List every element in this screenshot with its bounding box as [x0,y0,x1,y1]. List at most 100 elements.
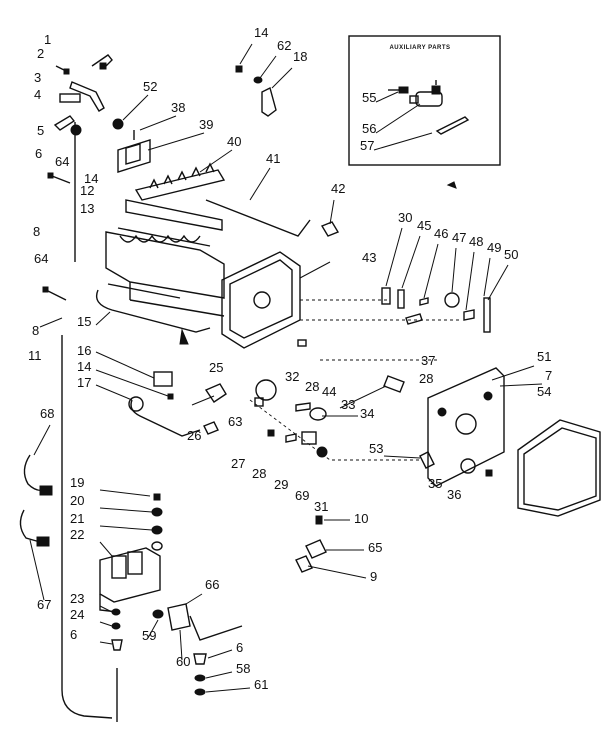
callout-c30: 30 [398,210,412,225]
callout-c38: 38 [171,100,185,115]
callout-c69: 69 [295,488,309,503]
callout-c14a: 14 [84,171,98,186]
ice-mold-assembly [95,227,225,345]
part-55-screw-icon [388,86,409,94]
callout-c2: 2 [37,46,44,61]
callout-c23: 23 [70,591,84,606]
callout-c3: 3 [34,70,41,85]
callout-c56: 56 [362,121,376,136]
callout-c29: 29 [274,477,288,492]
callout-c34: 34 [360,406,374,421]
callout-c66: 66 [205,577,219,592]
callout-c7: 7 [545,368,552,383]
callout-c44: 44 [322,384,336,399]
callout-c64b: 64 [34,251,48,266]
callout-c61: 61 [254,677,268,692]
callout-c22: 22 [70,527,84,542]
callout-c28b: 28 [305,379,319,394]
callout-c46: 46 [434,226,448,241]
callout-c64a: 64 [55,154,69,169]
callout-c51: 51 [537,349,551,364]
callout-c21: 21 [70,511,84,526]
callout-c39: 39 [199,117,213,132]
auxiliary-parts-title: AUXILIARY PARTS [389,45,450,51]
callout-c32: 32 [285,369,299,384]
callout-c17: 17 [77,375,91,390]
callout-c59: 59 [142,628,156,643]
lower-right-parts [295,515,367,579]
callout-c27: 27 [231,456,245,471]
callout-c10: 10 [354,511,368,526]
callout-c11: 11 [28,348,42,363]
part-56-fitting-icon [409,80,443,107]
center-small-parts [95,351,227,437]
callout-c8a: 8 [33,224,40,239]
callout-c28a: 28 [252,466,266,481]
callout-c45: 45 [417,218,431,233]
callout-c55: 55 [362,90,376,105]
assembly-dashed-lines [249,299,460,461]
cover-54 [517,419,601,517]
control-plate [383,365,543,487]
part-arrow-icon [446,181,457,189]
callout-c8b: 8 [32,323,39,338]
callout-c49: 49 [487,240,501,255]
callout-c33: 33 [341,397,355,412]
callout-c9: 9 [370,569,377,584]
callout-c40: 40 [227,134,241,149]
callout-c14b: 14 [77,359,91,374]
callout-c6a: 6 [35,146,42,161]
callout-c37: 37 [421,353,435,368]
callout-c6c: 6 [236,640,243,655]
callout-c68: 68 [40,406,54,421]
callout-c18: 18 [293,49,307,64]
right-small-parts [381,227,509,333]
callout-c52: 52 [143,79,157,94]
auxiliary-parts-box: AUXILIARY PARTS [348,35,501,166]
callout-c26: 26 [187,428,201,443]
callout-c25: 25 [209,360,223,375]
callout-c5: 5 [37,123,44,138]
callout-c41: 41 [266,151,280,166]
part-42-bracket-icon [320,221,340,237]
callout-c13: 13 [80,201,94,216]
water-valve-assembly [99,489,163,651]
compression-fitting [193,649,251,696]
part-57-tube-icon [435,116,470,135]
callout-c63: 63 [228,414,242,429]
callout-c14c: 14 [254,25,268,40]
top-small-parts [235,43,293,117]
callout-c43: 43 [362,250,376,265]
wire-harness [19,424,53,601]
callout-c54: 54 [537,384,551,399]
callout-c24: 24 [70,607,84,622]
callout-c65: 65 [368,540,382,555]
upper-center-parts [112,94,311,237]
callout-c20: 20 [70,493,84,508]
callout-c48: 48 [469,234,483,249]
callout-c57: 57 [360,138,374,153]
callout-c31: 31 [314,499,328,514]
callout-c50: 50 [504,247,518,262]
callout-c58: 58 [236,661,250,676]
callout-c35: 35 [428,476,442,491]
callout-c60: 60 [176,654,190,669]
callout-c42: 42 [331,181,345,196]
lower-center-parts [267,429,328,458]
callout-c19: 19 [70,475,84,490]
callout-c36: 36 [447,487,461,502]
callout-c53: 53 [369,441,383,456]
callout-c12: 12 [80,183,94,198]
fill-tube-assembly [39,54,118,722]
strainer-assembly [147,593,243,661]
callout-c67: 67 [37,597,51,612]
callout-c28c: 28 [419,371,433,386]
callout-c15: 15 [77,314,91,329]
callout-labels: 1234566486481168675238394041141213151614… [28,25,552,692]
callout-c1: 1 [44,32,51,47]
callout-c47: 47 [452,230,466,245]
callout-c4: 4 [34,87,41,102]
callout-c6b: 6 [70,627,77,642]
callout-c16: 16 [77,343,91,358]
